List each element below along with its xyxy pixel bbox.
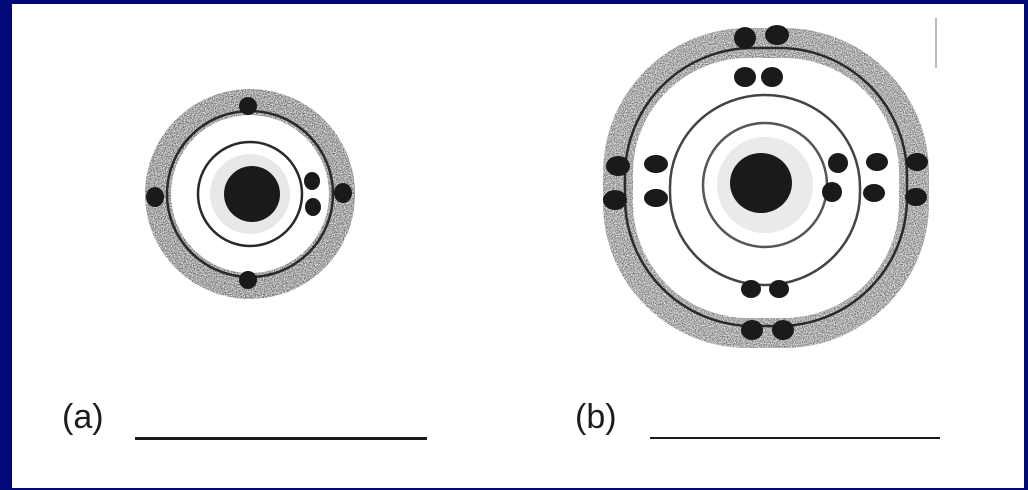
atom-b <box>603 18 936 340</box>
atom-b-electron <box>863 184 885 202</box>
atom-a-electron <box>305 198 321 216</box>
label-a: (a) <box>62 398 104 437</box>
atom-b-electron <box>769 280 789 298</box>
atom-b-electron <box>765 25 789 45</box>
atom-a-electron <box>239 271 257 289</box>
atom-a-electron <box>146 187 164 207</box>
atom-b-electron <box>741 280 761 298</box>
atom-a-electron <box>304 172 320 190</box>
atom-a-electron <box>239 97 257 115</box>
atom-b-electron <box>761 67 783 87</box>
atom-b-nucleus <box>730 153 792 213</box>
atom-b-electron <box>644 189 668 207</box>
atom-b-electron <box>603 190 627 210</box>
atom-b-electron <box>906 153 928 171</box>
atom-b-electron <box>905 188 927 206</box>
atom-a <box>146 97 352 289</box>
atom-b-electron <box>772 320 794 340</box>
answer-blank-a[interactable] <box>135 437 427 440</box>
atom-b-electron <box>866 153 888 171</box>
label-b: (b) <box>575 398 617 437</box>
atom-b-electron <box>828 153 848 173</box>
atom-b-electron <box>606 156 630 176</box>
answer-blank-b[interactable] <box>650 437 940 439</box>
atom-b-electron <box>822 182 842 202</box>
atom-a-electron <box>334 183 352 203</box>
atom-b-electron <box>734 27 756 49</box>
atom-b-electron <box>644 155 668 173</box>
atom-b-electron <box>734 67 756 87</box>
atom-a-nucleus <box>224 166 280 222</box>
atom-b-electron <box>741 320 763 340</box>
